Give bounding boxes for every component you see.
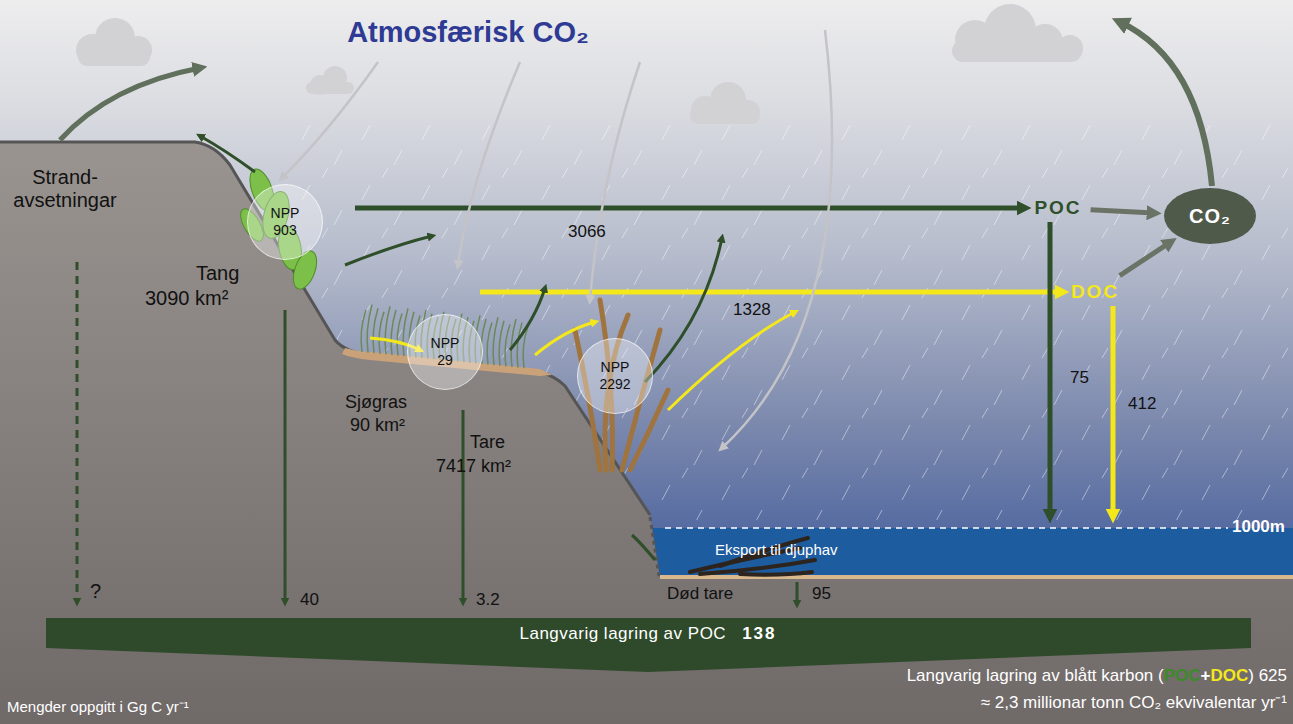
units-note: Mengder oppgitt i Gg C yr⁻¹ — [7, 698, 189, 715]
habitat-area: 3090 km² — [145, 287, 228, 310]
flux-node: POC — [1031, 195, 1084, 221]
flux-value: 1328 — [733, 300, 771, 320]
seagrass-blade — [493, 317, 498, 365]
zone-label: Eksport til djuphav — [715, 541, 838, 558]
node-text: DOC — [1071, 281, 1119, 303]
npp-circle: NPP 2292 — [577, 338, 653, 414]
summary-poc: POC — [1164, 666, 1201, 685]
seagrass-blade — [361, 310, 366, 352]
habitat-name: Sjøgras — [345, 392, 407, 413]
summary-text: ) 625 — [1248, 666, 1287, 685]
summary-text: Langvarig lagring av blått karbon ( — [907, 666, 1164, 685]
flux-value: 75 — [1070, 368, 1089, 388]
seagrass-blade — [397, 314, 402, 356]
storage-value: 138 — [742, 624, 776, 644]
habitat-name: Tang — [196, 262, 239, 285]
seagrass-blade — [517, 323, 522, 368]
node-text: NPP 2292 — [592, 359, 638, 394]
region-label: Strand- avsetningar — [4, 166, 126, 212]
seagrass-blade — [373, 308, 378, 353]
seagrass-blade — [379, 312, 384, 354]
summary-text: + — [1201, 666, 1211, 685]
unknown-mark: ? — [90, 580, 101, 603]
node-text: NPP 29 — [422, 335, 468, 370]
seagrass-blade — [367, 305, 372, 353]
flux-value: 40 — [300, 590, 319, 610]
npp-circle: NPP 903 — [247, 184, 323, 260]
summary-line: ≈ 2,3 millionar tonn CO₂ ekvivalentar yr… — [981, 690, 1287, 713]
summary-line: Langvarig lagring av blått karbon (POC+D… — [907, 666, 1287, 686]
summary-text: ≈ 2,3 millionar tonn CO₂ ekvivalentar yr… — [981, 693, 1287, 712]
seagrass-blade — [385, 306, 390, 354]
node-text: POC — [1034, 197, 1081, 219]
seagrass-blade — [505, 324, 510, 366]
flux-value: 95 — [812, 584, 831, 604]
diagram-title: Atmosfærisk CO₂ — [347, 16, 589, 49]
storage-band: Langvarig lagring av POC 138 — [46, 618, 1251, 672]
node-text: CO₂ — [1189, 205, 1231, 228]
node-text: NPP 903 — [262, 205, 308, 240]
habitat-area: 90 km² — [350, 415, 405, 436]
depth-label: 1000m — [1232, 517, 1285, 537]
band-arrow — [46, 618, 1251, 672]
flux-node: DOC — [1068, 279, 1122, 305]
node-text: Langvarig lagring av POC — [519, 624, 726, 644]
seagrass-blade — [499, 321, 504, 366]
flux-arrow — [1120, 242, 1171, 276]
seagrass-blade — [487, 323, 492, 365]
seagrass-blade — [391, 310, 396, 355]
co2-ellipse: CO₂ — [1164, 188, 1256, 244]
habitat-name: Tare — [470, 432, 505, 453]
zone-label: Død tare — [667, 584, 733, 604]
summary-doc: DOC — [1210, 666, 1248, 685]
flux-arrow — [1091, 210, 1155, 213]
npp-circle: NPP 29 — [407, 314, 483, 390]
flux-value: 3.2 — [476, 590, 500, 610]
flux-value: 3066 — [568, 222, 606, 242]
habitat-area: 7417 km² — [436, 456, 511, 477]
flux-value: 412 — [1128, 394, 1156, 414]
